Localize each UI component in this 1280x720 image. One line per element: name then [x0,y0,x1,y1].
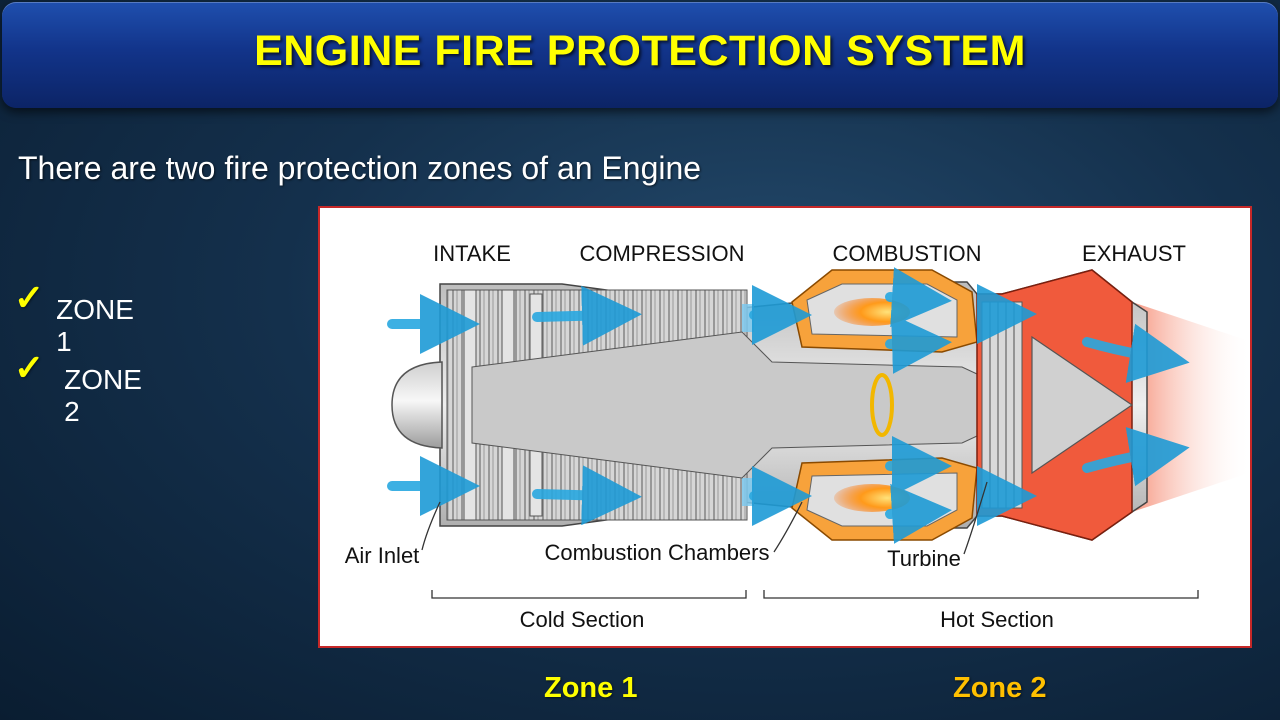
zone1-caption: Zone 1 [544,672,638,704]
zone-label: ZONE 1 [56,294,134,357]
title-bar: ENGINE FIRE PROTECTION SYSTEM [2,2,1278,108]
callout-air-inlet: Air Inlet [345,543,420,568]
label-intake: INTAKE [433,241,511,266]
rotation-arrow-icon [870,373,894,437]
exhaust-cone [1031,335,1134,475]
flame-lower [834,484,910,512]
callout-turbine: Turbine [887,546,961,571]
label-hot-section: Hot Section [940,607,1054,632]
section-brackets [431,590,1199,599]
checkmark-icon: ✓ [14,277,45,318]
label-combustion: COMBUSTION [832,241,981,266]
label-cold-section: Cold Section [520,607,645,632]
airflow-arrows [387,267,1190,544]
zone-label: ZONE 2 [64,364,142,427]
engine-diagram: INTAKE COMPRESSION COMBUSTION EXHAUST Ai… [318,206,1252,648]
slide-title: ENGINE FIRE PROTECTION SYSTEM [254,26,1026,75]
spinner-cone [391,361,443,449]
engine-diagram-svg: INTAKE COMPRESSION COMBUSTION EXHAUST Ai… [345,241,1250,632]
zone-list-item-2: ✓ ZONE 2 [14,350,142,428]
zone2-caption: Zone 2 [953,672,1047,704]
label-compression: COMPRESSION [579,241,744,266]
callout-leaders [421,481,988,555]
exhaust-glow [1132,302,1250,512]
callout-combustion-chambers: Combustion Chambers [545,540,770,565]
label-exhaust: EXHAUST [1082,241,1186,266]
slide-subtitle: There are two fire protection zones of a… [18,150,702,186]
checkmark-icon: ✓ [14,347,45,388]
zone-list-item-1: ✓ ZONE 1 [14,280,134,358]
